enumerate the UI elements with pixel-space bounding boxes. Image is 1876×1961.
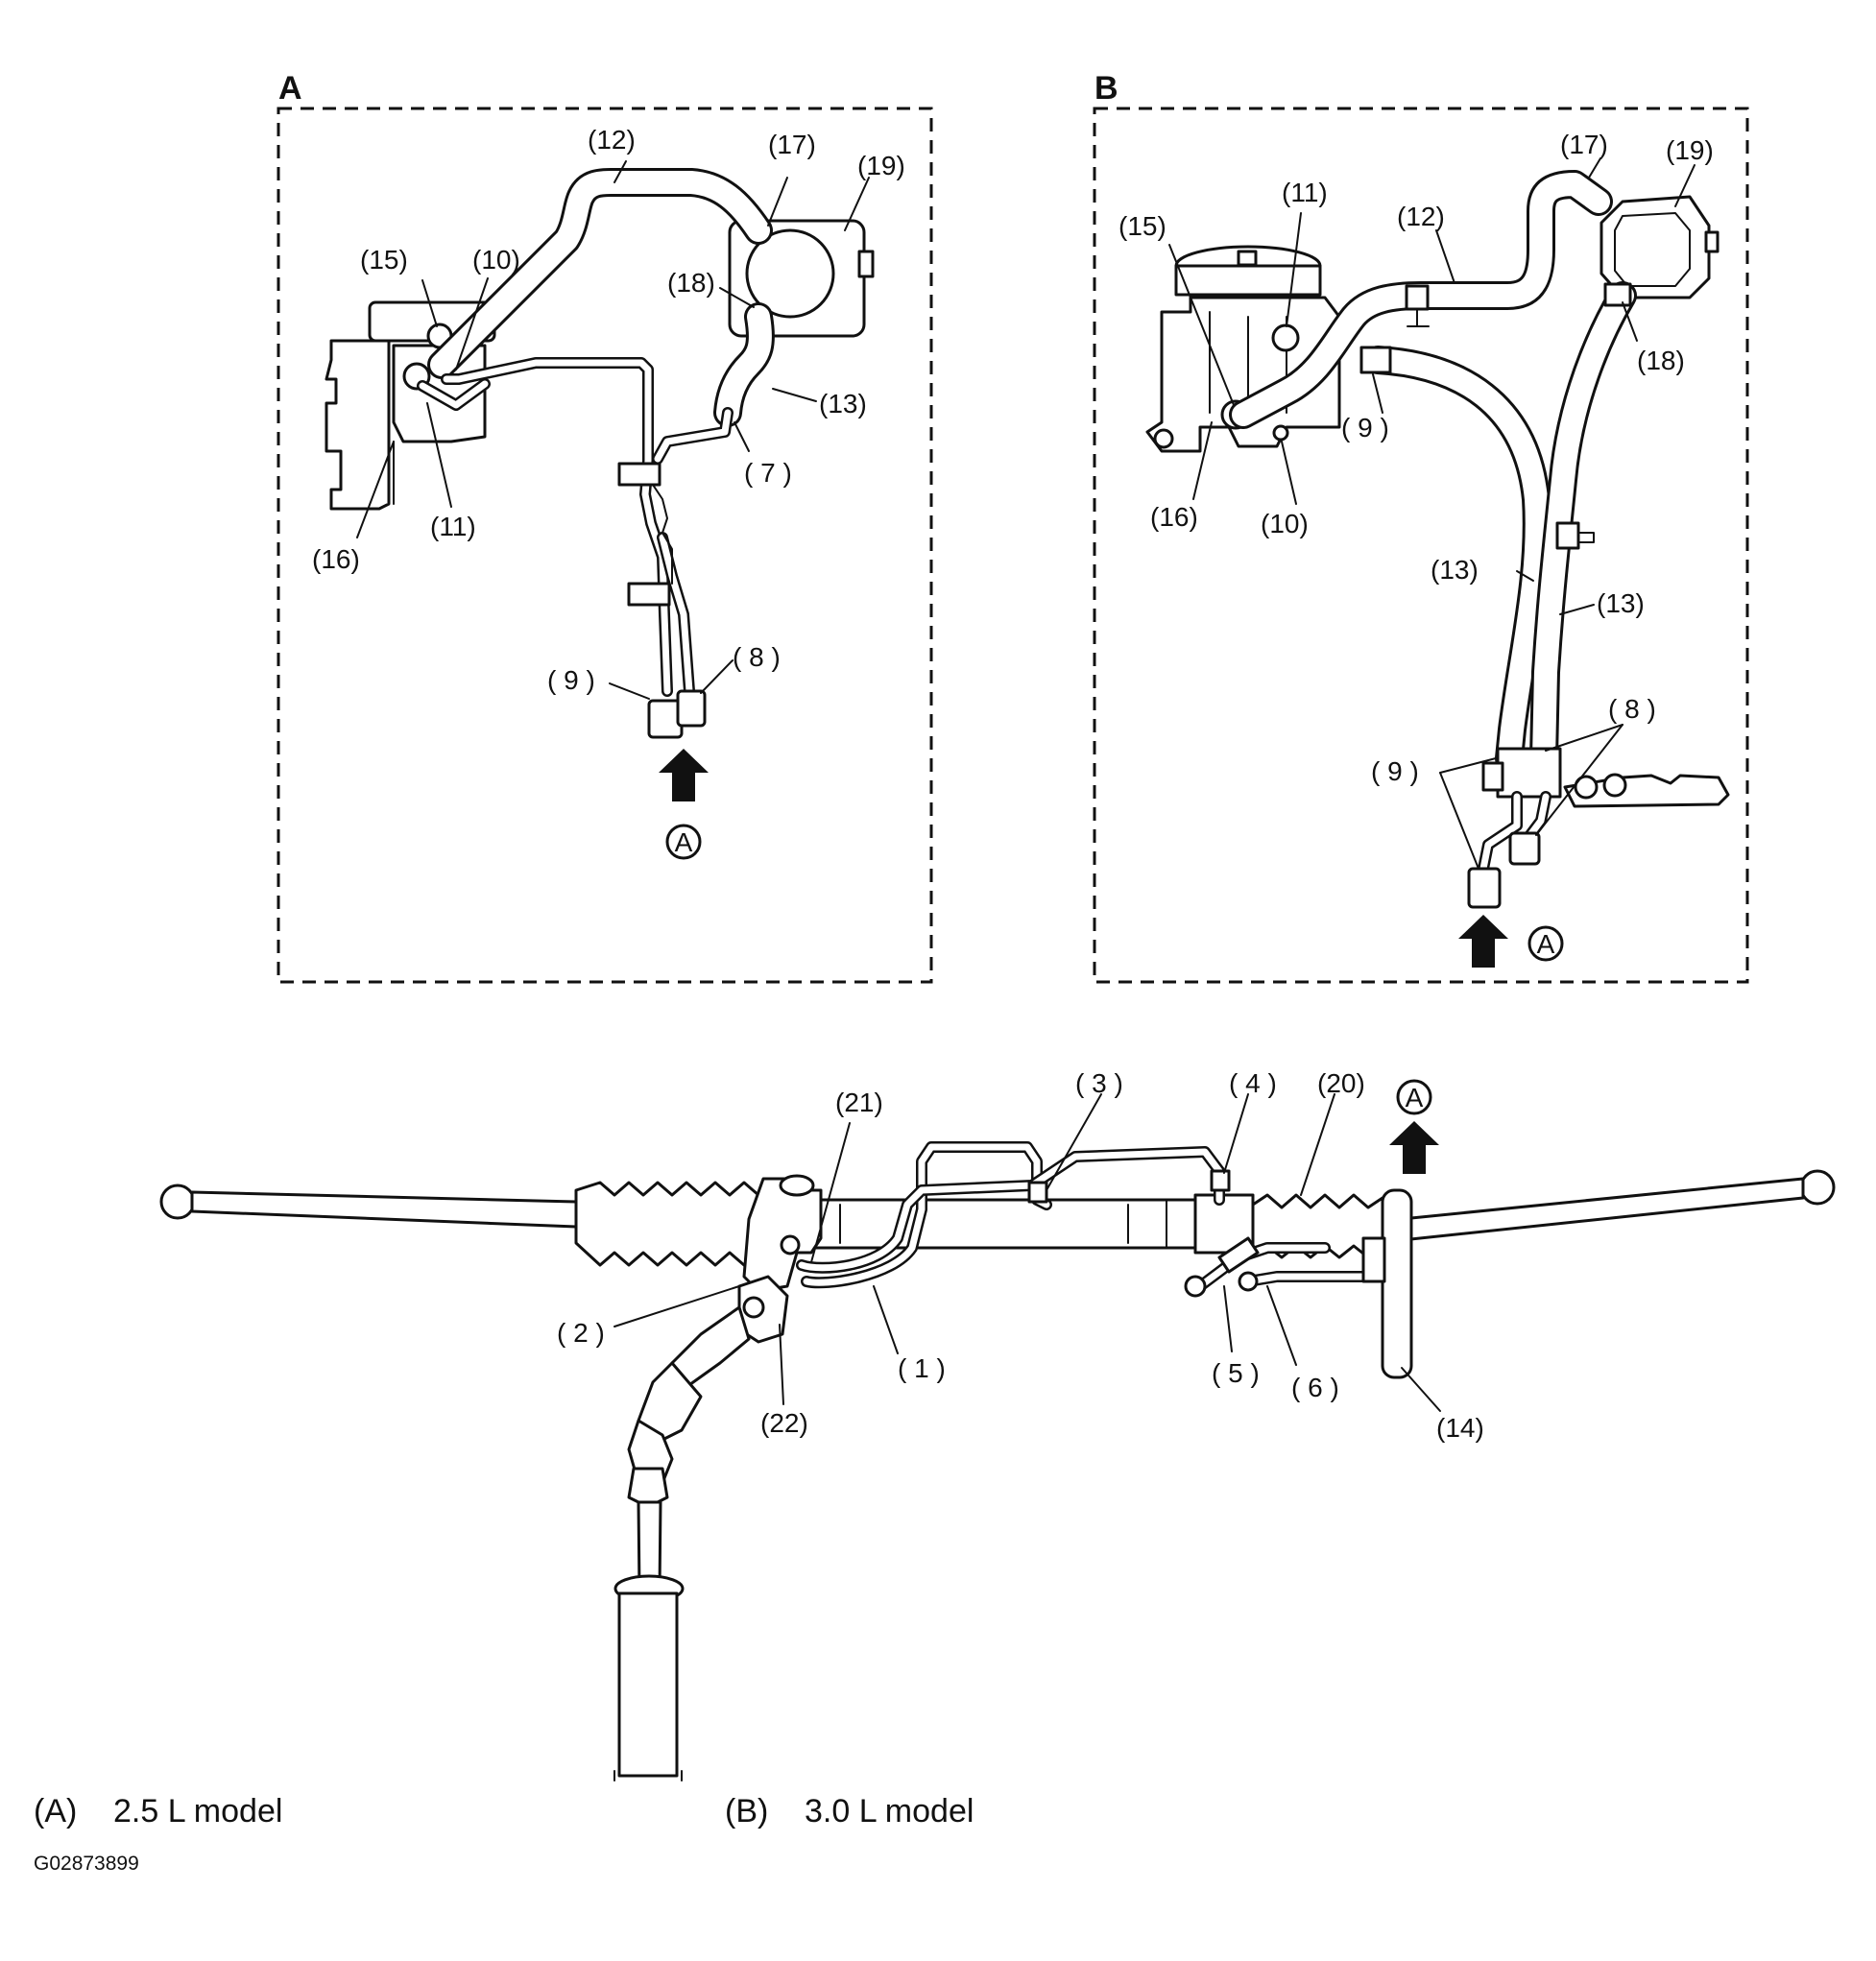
panel-b-label-9-upper: ( 9 ) [1341, 413, 1389, 442]
panel-a-label-9: ( 9 ) [547, 665, 595, 695]
panel-a-title: A [278, 70, 302, 107]
left-tie-rod-end [159, 1184, 196, 1220]
fitting-3 [1027, 1181, 1048, 1204]
panel-b-label-15: (15) [1118, 211, 1166, 241]
left-tie-rod [190, 1190, 578, 1229]
panel-b-fitting-9-top [1359, 346, 1392, 374]
main-label-21: (21) [835, 1088, 883, 1117]
rack-bushing [1361, 1236, 1386, 1283]
panel-b-fitting-9 [1467, 867, 1502, 909]
panel-a-label-16: (16) [312, 544, 360, 574]
panel-b-bracket [1481, 747, 1730, 808]
main-label-22: (22) [760, 1408, 808, 1438]
panel-a-clamp-lower [627, 582, 671, 607]
main-label-5: ( 5 ) [1212, 1358, 1260, 1388]
panel-a-label-8: ( 8 ) [733, 642, 781, 672]
main-label-14: (14) [1436, 1413, 1484, 1443]
panel-a-label-7: ( 7 ) [744, 458, 792, 488]
panel-b-label-16: (16) [1150, 502, 1198, 532]
main-label-4: ( 4 ) [1229, 1068, 1277, 1098]
panel-a-hose-12 [427, 168, 773, 379]
panel-b-pump [1145, 245, 1341, 453]
panel-a-reservoir [728, 219, 875, 338]
panel-a-pump [325, 300, 496, 511]
panel-a-label-13: (13) [819, 389, 867, 419]
panel-a-label-11: (11) [430, 512, 476, 541]
panel-a-frame [277, 107, 933, 984]
panel-a-marker-a: A [675, 827, 693, 857]
main-label-20: (20) [1317, 1068, 1365, 1098]
panel-b-leaders [1168, 157, 1696, 870]
panel-a-fitting-8 [676, 689, 707, 728]
main-marker-circle [1396, 1079, 1432, 1115]
caption-b-key: (B) [725, 1793, 769, 1829]
panel-a-clamp-upper [617, 462, 661, 487]
panel-b-label-9-lower: ( 9 ) [1371, 756, 1419, 786]
caption-a-text: 2.5 L model [113, 1793, 283, 1829]
main-label-2: ( 2 ) [557, 1318, 605, 1348]
left-boot [574, 1181, 765, 1267]
main-label-6: ( 6 ) [1291, 1373, 1339, 1402]
main-marker-a: A [1406, 1083, 1424, 1112]
panel-b-label-8: ( 8 ) [1608, 694, 1656, 724]
main-direction-arrow [1389, 1121, 1439, 1174]
panel-b-marker-a: A [1537, 929, 1555, 959]
right-tie-rod-end [1799, 1169, 1836, 1206]
panel-b-label-17: (17) [1560, 130, 1608, 159]
panel-b-clamp-12 [1405, 284, 1430, 311]
steering-shaft [613, 1305, 751, 1782]
panel-a-label-17: (17) [768, 130, 816, 159]
panel-b-direction-arrow [1458, 915, 1508, 968]
panel-a-label-15: (15) [360, 245, 408, 275]
panel-b-fitting-8 [1508, 831, 1541, 866]
panel-b-label-19: (19) [1666, 135, 1714, 165]
panel-a-label-10: (10) [472, 245, 520, 275]
panel-b-fitting-11 [1271, 323, 1300, 352]
main-label-1: ( 1 ) [898, 1353, 946, 1383]
panel-b-clamp-13 [1555, 521, 1580, 550]
caption-b-text: 3.0 L model [805, 1793, 974, 1829]
panel-b-marker-circle [1527, 925, 1564, 962]
panel-b-label-13-right: (13) [1597, 588, 1645, 618]
panel-b-label-18: (18) [1637, 346, 1685, 375]
panel-b-title: B [1094, 70, 1118, 107]
panel-a-leaders [356, 160, 870, 700]
panel-b-label-12: (12) [1397, 202, 1445, 231]
figure-id: G02873899 [34, 1853, 139, 1875]
panel-a-label-19: (19) [857, 151, 905, 180]
panel-b-label-13-left: (13) [1431, 555, 1479, 585]
panel-b: B [1093, 70, 1749, 984]
panel-b-frame [1093, 107, 1749, 984]
panel-b-label-11: (11) [1282, 178, 1328, 207]
panel-b-clamp-18 [1603, 282, 1632, 307]
main-leaders [613, 1093, 1441, 1412]
panel-a: A [277, 70, 933, 984]
bracket-14 [1381, 1188, 1413, 1379]
panel-a-label-12: (12) [588, 125, 636, 155]
panel-b-reservoir [1599, 195, 1720, 299]
panel-a-direction-arrow [659, 749, 709, 801]
steering-gearbox-assembly: A (21) ( 3 ) ( 4 ) (20) ( 2 ) ( 1 ) (22)… [159, 1068, 1836, 1782]
panel-a-marker-circle [665, 824, 702, 860]
fitting-4 [1210, 1169, 1231, 1192]
panel-a-label-18: (18) [667, 268, 715, 298]
rack-housing [761, 1198, 1197, 1250]
right-tie-rod [1400, 1177, 1805, 1242]
caption-a-key: (A) [34, 1793, 78, 1829]
main-label-3: ( 3 ) [1075, 1068, 1123, 1098]
panel-b-label-10: (10) [1261, 509, 1309, 538]
